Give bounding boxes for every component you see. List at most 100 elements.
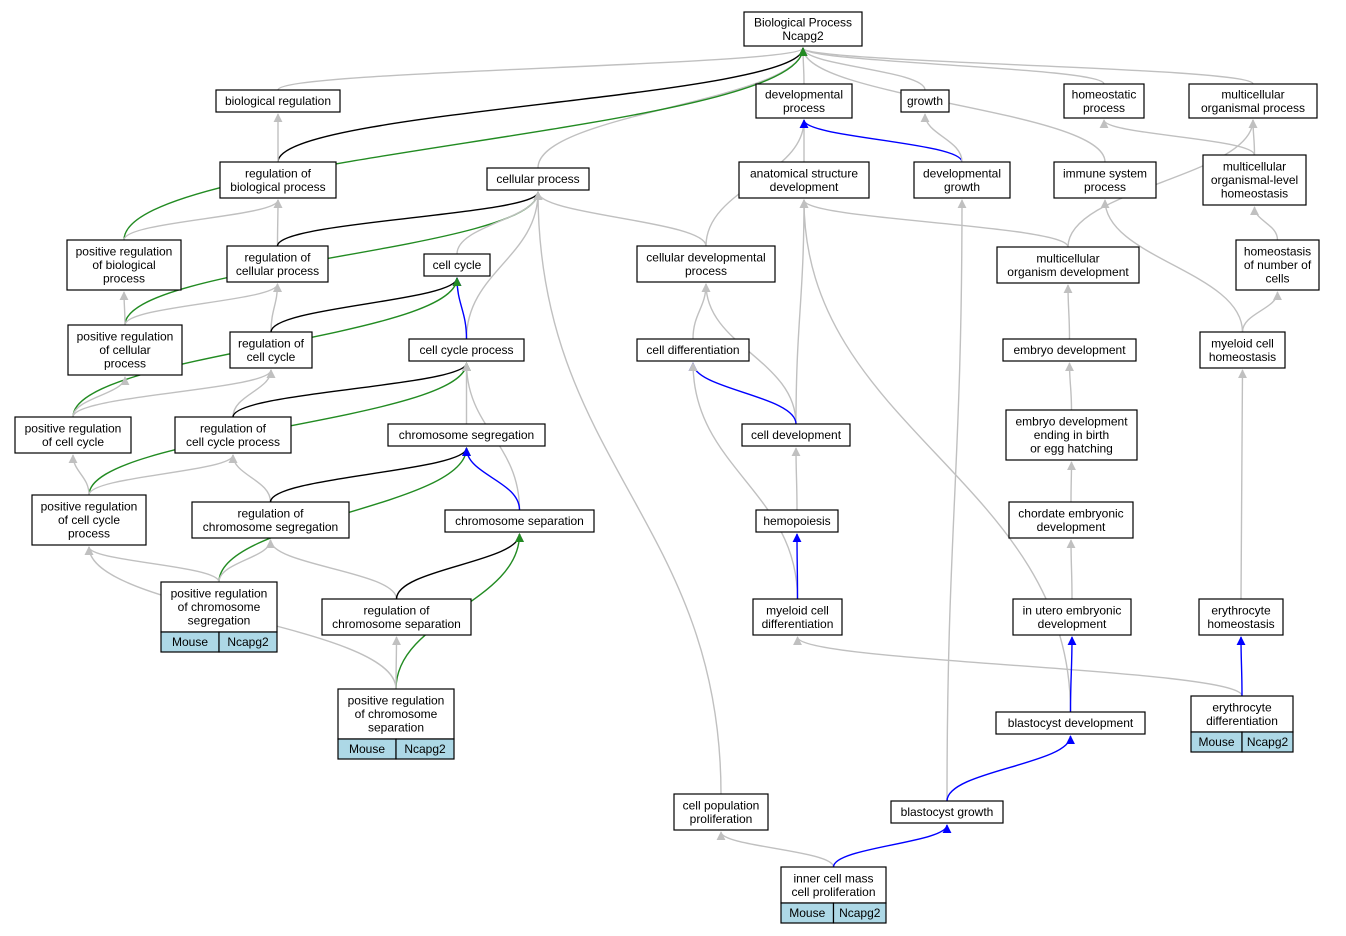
gene-tag-cell (218, 631, 278, 653)
edge-regulates (277, 47, 808, 163)
edge-is_a (266, 539, 398, 600)
gene-tag-label: Ncapg2 (404, 742, 446, 756)
term-box (743, 11, 863, 47)
edge-is_a (84, 546, 220, 583)
edge-is_a (72, 369, 276, 418)
term-node-embdev[interactable]: embryo development (1002, 338, 1137, 362)
term-label: inner cell mass (793, 871, 873, 885)
term-box (636, 338, 750, 362)
term-box (444, 509, 595, 533)
term-node-blastgrowth[interactable]: blastocyst growth (890, 800, 1004, 824)
gene-tag-label: Ncapg2 (227, 635, 269, 649)
edge-is_a (1066, 461, 1076, 503)
term-label: differentiation (1206, 714, 1278, 728)
term-label: separation (368, 721, 424, 735)
edge-layer (68, 47, 1282, 868)
edge-part_of (832, 824, 952, 868)
edge-utero-to-chordate (1066, 539, 1076, 600)
term-node-celldiff[interactable]: cell differentiation (636, 338, 750, 362)
term-box (226, 245, 329, 283)
term-node-blastdev[interactable]: blastocyst development (995, 711, 1146, 735)
term-node-ccproc[interactable]: cell cycle process (408, 338, 525, 362)
edge-ccproc-to-cellcycle (452, 277, 468, 340)
term-box (160, 581, 278, 633)
term-node-bioreg[interactable]: biological regulation (215, 89, 341, 113)
edge-posregbio-to-regbio (123, 199, 283, 241)
edge-posregcell-to-posregbio (119, 291, 129, 326)
term-box (636, 245, 776, 283)
term-label: blastocyst development (1008, 716, 1134, 730)
edge-is_a (232, 369, 276, 418)
term-label: biological process (230, 180, 325, 194)
term-label: biological regulation (225, 94, 331, 108)
edge-is_a (277, 47, 808, 91)
term-node-celldev[interactable]: cell development (741, 423, 851, 447)
term-box (1190, 695, 1294, 733)
edge-regchromsep-to-regchromseg (266, 539, 398, 600)
term-node-hemo[interactable]: hemopoiesis (755, 509, 839, 533)
edge-posregcc-to-posregcell (72, 376, 130, 418)
term-label: cells (1265, 272, 1289, 286)
edge-mohomeo-to-multicellular (1248, 119, 1258, 156)
edge-is_a (465, 191, 543, 340)
term-label: differentiation (762, 617, 834, 631)
term-label: growth (907, 94, 943, 108)
organism-tag-label: Mouse (349, 742, 385, 756)
term-label: organism development (1007, 265, 1129, 279)
term-node-chromseg[interactable]: chromosome segregation (387, 423, 546, 447)
term-box (337, 688, 455, 740)
edge-regulates (270, 277, 462, 333)
edge-regbio-to-bp (277, 47, 808, 163)
organism-tag-label: Mouse (789, 906, 825, 920)
term-node-chromsep[interactable]: chromosome separation (444, 509, 595, 533)
term-node-cellcycle[interactable]: cell cycle (423, 253, 491, 277)
edge-is_a (1100, 199, 1244, 333)
term-box (752, 598, 843, 636)
term-label: cellular process (236, 264, 319, 278)
term-label: positive regulation (41, 500, 138, 514)
edge-is_a (1066, 539, 1076, 600)
edge-regchromseg-to-regccproc (228, 454, 272, 503)
term-label: erythrocyte (1212, 700, 1272, 714)
term-node-cellproc[interactable]: cellular process (486, 167, 590, 191)
edge-is_a (701, 283, 797, 425)
term-box (741, 423, 851, 447)
term-label: chromosome separation (455, 514, 584, 528)
term-box (996, 246, 1140, 284)
term-label: hemopoiesis (763, 514, 830, 528)
term-node-growth[interactable]: growth (900, 89, 950, 113)
term-label: positive regulation (77, 330, 174, 344)
